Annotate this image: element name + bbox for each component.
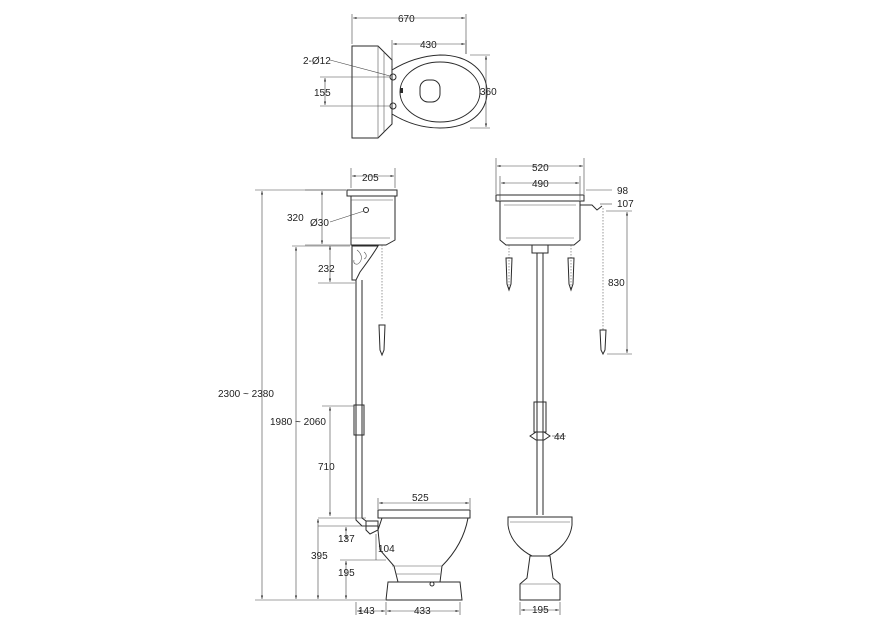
dim-433: 433 xyxy=(414,606,431,617)
front-lever xyxy=(580,204,603,211)
dim-2-holes: 2-Ø12 xyxy=(303,56,331,67)
dim-cistern-base-height: 1980 ~ 2060 xyxy=(270,417,326,428)
dim-44: 44 xyxy=(554,432,566,443)
dim-830: 830 xyxy=(608,278,625,289)
dim-525: 525 xyxy=(412,493,429,504)
dim-205: 205 xyxy=(362,173,379,184)
side-view: 205 320 Ø30 232 2300 ~ 2380 1980 ~ 2060 … xyxy=(218,168,471,617)
dim-155: 155 xyxy=(314,88,331,99)
side-pan-base xyxy=(385,581,463,601)
side-pan-seat xyxy=(377,509,471,519)
front-pedestal xyxy=(519,555,561,601)
dim-430: 430 xyxy=(420,40,437,51)
top-cistern-outline xyxy=(351,45,393,139)
side-cistern-lid xyxy=(346,189,398,197)
front-bowl xyxy=(507,516,573,557)
front-flush-pipe xyxy=(536,253,544,515)
dim-195-side: 195 xyxy=(338,568,355,579)
dim-104: 104 xyxy=(378,544,395,555)
dim-520: 520 xyxy=(532,163,549,174)
dim-490: 490 xyxy=(532,179,549,190)
front-view: 520 490 98 107 830 44 195 xyxy=(495,158,634,616)
dim-107: 107 xyxy=(617,199,634,210)
dim-710: 710 xyxy=(318,462,335,473)
dim-395: 395 xyxy=(311,551,328,562)
top-bowl-opening xyxy=(419,79,441,103)
dim-overall-height: 2300 ~ 2380 xyxy=(218,389,274,400)
dim-143: 143 xyxy=(358,606,375,617)
dim-195-front: 195 xyxy=(532,605,549,616)
side-bracket xyxy=(351,245,379,281)
dim-232: 232 xyxy=(318,264,335,275)
side-cistern-body xyxy=(350,195,396,246)
dim-flush-hole: Ø30 xyxy=(310,218,329,229)
top-view: 670 430 2-Ø12 155 360 xyxy=(303,14,497,139)
dim-137: 137 xyxy=(338,534,355,545)
side-pan-bowl xyxy=(377,517,469,583)
dim-360: 360 xyxy=(480,87,497,98)
dim-320: 320 xyxy=(287,213,304,224)
dim-670: 670 xyxy=(398,14,415,25)
front-cistern-lid xyxy=(495,194,585,202)
front-pipe-clip xyxy=(529,431,551,441)
front-cistern-body xyxy=(499,200,581,246)
dim-98: 98 xyxy=(617,186,629,197)
side-flush-pipe xyxy=(355,280,378,527)
